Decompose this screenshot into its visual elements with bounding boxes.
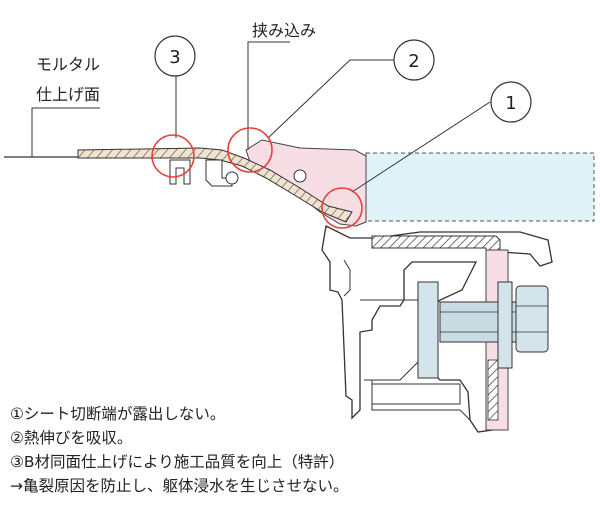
- note-4: →亀裂原因を防止し、躯体浸水を生じさせない。: [10, 477, 349, 495]
- nut-right: [515, 285, 549, 353]
- callout-3-number: 3: [169, 47, 180, 68]
- glass-panel: [365, 152, 595, 222]
- highlight-circle-3: [151, 134, 195, 178]
- note-2: ②熱伸びを吸収。: [10, 429, 133, 447]
- highlight-circle-1: [321, 187, 363, 229]
- callout-2-leader: [267, 59, 394, 139]
- callout-3: 3: [154, 35, 196, 77]
- callout-1-leader: [351, 101, 491, 193]
- round-bead-left: [225, 171, 239, 185]
- callout-1-number: 1: [505, 93, 516, 114]
- highlight-circle-2: [227, 127, 273, 173]
- callout-1: 1: [490, 81, 532, 123]
- round-bead-right: [293, 169, 307, 183]
- note-3: ③B材同面仕上げにより施工品質を向上（特許）: [10, 453, 345, 471]
- mortar-label-line2: 仕上げ面: [36, 85, 100, 104]
- sandwich-label: 挟み込み: [252, 21, 316, 40]
- bolt-washer: [417, 281, 439, 379]
- mortar-label-line1: モルタル: [36, 55, 100, 74]
- note-1: ①シート切断端が露出しない。: [10, 405, 226, 423]
- callout-2: 2: [393, 39, 435, 81]
- profile-box: [371, 383, 461, 405]
- sheet-strip: [77, 147, 353, 223]
- notes-block: ①シート切断端が露出しない。 ②熱伸びを吸収。 ③B材同面仕上げにより施工品質を…: [10, 402, 595, 498]
- mortar-leader: [31, 107, 100, 157]
- profile-inner-1: [343, 259, 351, 297]
- sandwich-leader: [247, 41, 290, 150]
- nut-left: [497, 281, 513, 369]
- pink-vertical-hatch: [487, 359, 499, 421]
- callout-2-number: 2: [408, 51, 419, 72]
